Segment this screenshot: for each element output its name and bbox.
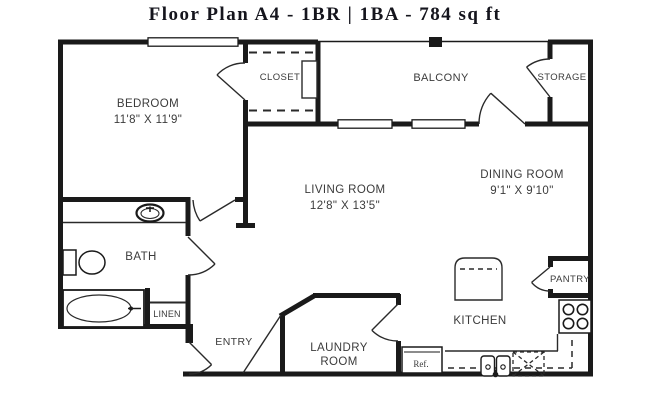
closet-shelf-dashes xyxy=(249,51,315,112)
dining-room-name: DINING ROOM xyxy=(480,169,564,181)
vanity-sink-icon xyxy=(135,203,165,223)
laundry-door-icon xyxy=(371,303,399,342)
railing-post xyxy=(429,37,442,47)
closet-door-panel xyxy=(301,60,318,99)
entry-front-door-icon xyxy=(188,341,213,375)
bedroom-door-icon xyxy=(192,199,236,222)
refrigerator-icon xyxy=(401,346,443,374)
living-room-dimensions: 12'8" X 13'5" xyxy=(309,200,381,212)
storage-label: STORAGE xyxy=(537,72,587,83)
dishwasher-icon xyxy=(512,351,545,377)
stove-icon xyxy=(558,299,592,334)
entry-label: ENTRY xyxy=(215,336,253,348)
balcony-railing xyxy=(318,37,548,47)
bedroom-name: BEDROOM xyxy=(116,98,180,110)
bedroom-window xyxy=(147,37,239,47)
balcony-door-icon xyxy=(478,92,526,125)
toilet-icon xyxy=(62,249,106,276)
linen-label: LINEN xyxy=(153,309,181,319)
refrigerator-label: Ref. xyxy=(413,359,429,369)
storage-door-icon xyxy=(526,58,551,98)
dining-room-dimensions: 9'1" X 9'10" xyxy=(490,185,554,197)
closet-interior xyxy=(249,51,318,112)
kitchen-fixtures xyxy=(401,257,592,378)
entry-floor-edge xyxy=(242,314,282,374)
bath-door-icon xyxy=(187,236,216,276)
bathtub-icon xyxy=(62,289,145,328)
kitchen-sink-icon xyxy=(480,355,511,378)
pantry-label: PANTRY xyxy=(549,274,591,285)
bedroom-dimensions: 11'8" X 11'9" xyxy=(113,114,183,126)
living-room-window-1 xyxy=(337,119,393,129)
pantry-door-icon xyxy=(531,266,551,292)
counter-edges xyxy=(63,221,559,374)
bedroom-label: BEDROOM 11'8" X 11'9" xyxy=(114,96,182,128)
doors xyxy=(187,58,551,375)
closet-label: CLOSET xyxy=(259,72,301,83)
closet-door-icon xyxy=(216,62,246,101)
living-room-label: LIVING ROOM 12'8" X 13'5" xyxy=(304,182,385,214)
laundry-room-label: LAUNDRY ROOM xyxy=(310,342,368,368)
kitchen-label: KITCHEN xyxy=(453,315,507,327)
kitchen-counter-edge xyxy=(445,334,559,352)
bath-fixtures xyxy=(62,203,165,328)
kitchen-island-icon xyxy=(454,257,503,301)
plan-title: Floor Plan A4 - 1BR | 1BA - 784 sq ft xyxy=(148,4,502,25)
dining-room-label: DINING ROOM 9'1" X 9'10" xyxy=(480,167,564,199)
living-room-window-2 xyxy=(411,119,466,129)
balcony-label: BALCONY xyxy=(413,72,469,84)
windows xyxy=(147,37,466,129)
living-room-name: LIVING ROOM xyxy=(304,184,386,196)
bath-label: BATH xyxy=(125,251,157,263)
upper-cabinet-dashes xyxy=(448,336,573,369)
